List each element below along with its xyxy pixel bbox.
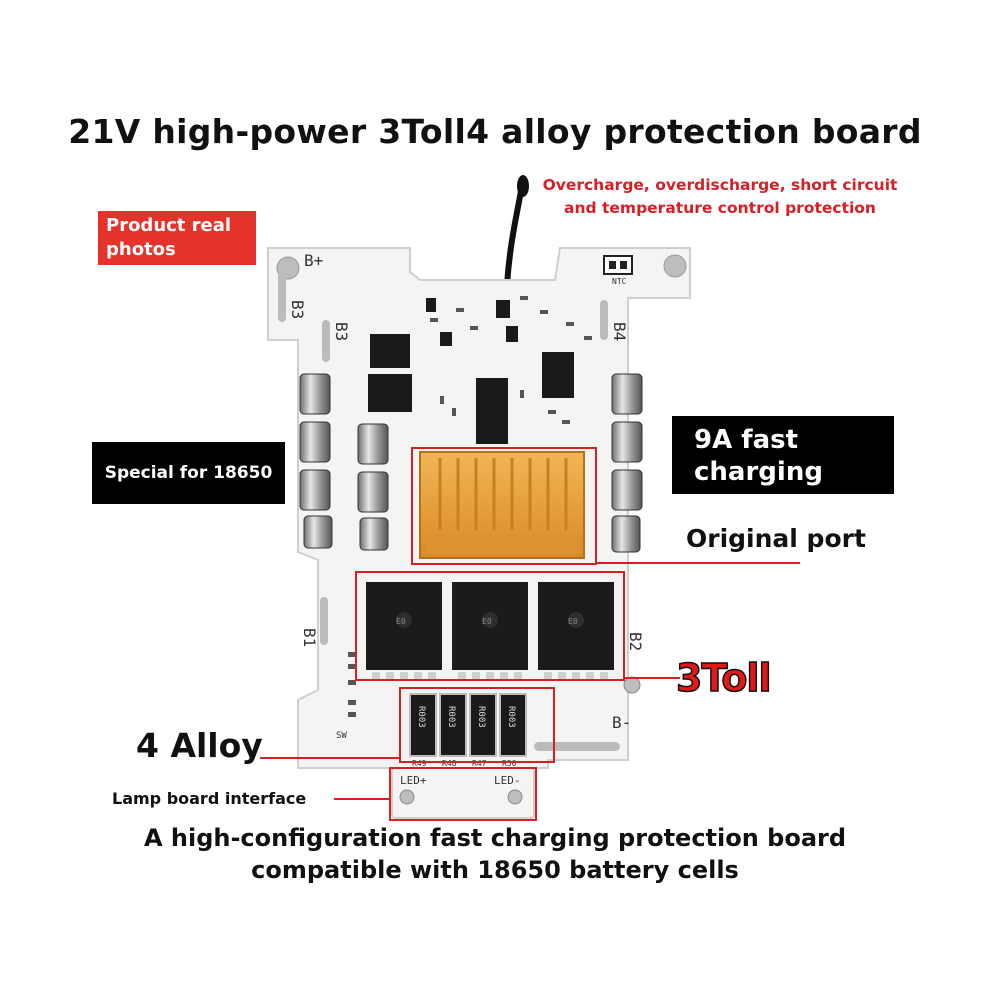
mount-hole bbox=[399, 789, 415, 805]
resistor-highlight-box bbox=[399, 687, 555, 763]
fast-charging-badge: 9A fast charging bbox=[672, 416, 894, 494]
badge-line1: Product real bbox=[106, 215, 232, 236]
protection-note-line1: Overcharge, overdischarge, short circuit bbox=[542, 176, 898, 194]
ic-chip bbox=[542, 352, 574, 398]
product-real-photos-badge: Product real photos bbox=[98, 211, 256, 265]
resistor-code: R003 bbox=[416, 706, 426, 728]
mosfet-highlight-box bbox=[355, 571, 625, 681]
silk-b4: B4 bbox=[610, 322, 629, 341]
resistor-code: R003 bbox=[446, 706, 456, 728]
silk-b1: B1 bbox=[300, 628, 319, 647]
page-title: 21V high-power 3Toll4 alloy protection b… bbox=[68, 112, 922, 151]
mosfet-code: E0 bbox=[396, 617, 406, 626]
mount-hole bbox=[663, 254, 687, 278]
mount-hole bbox=[623, 676, 641, 694]
silk-r49: R49 bbox=[412, 759, 427, 768]
silk-led-plus: LED+ bbox=[400, 774, 427, 787]
resistor-code: R003 bbox=[506, 706, 516, 728]
resistor-code: R003 bbox=[476, 706, 486, 728]
battery-terminals-left bbox=[299, 373, 389, 551]
mosfet-row: E0 E0 E0 bbox=[366, 582, 614, 680]
mount-hole bbox=[507, 789, 523, 805]
port-highlight-box bbox=[411, 447, 597, 565]
silk-r50: R50 bbox=[502, 759, 517, 768]
fast-charging-line2: charging bbox=[694, 457, 823, 487]
ic-chip bbox=[368, 374, 412, 412]
badge-line2: photos bbox=[106, 239, 176, 260]
silk-b-minus: B- bbox=[612, 713, 631, 732]
protection-note-line2: and temperature control protection bbox=[564, 199, 876, 217]
silk-ntc: NTC bbox=[612, 277, 627, 286]
battery-terminals-right bbox=[611, 373, 643, 553]
footer-line1: A high-configuration fast charging prote… bbox=[143, 824, 847, 852]
mosfet-code: E0 bbox=[568, 617, 578, 626]
ic-chip bbox=[476, 378, 508, 444]
footer-caption: A high-configuration fast charging prote… bbox=[0, 822, 990, 886]
protection-note: Overcharge, overdischarge, short circuit… bbox=[520, 174, 920, 220]
lamp-highlight-box bbox=[389, 767, 537, 821]
ntc-sensor-tip bbox=[517, 175, 529, 197]
silk-r48: R48 bbox=[442, 759, 457, 768]
3toll-label: 3Toll bbox=[675, 655, 772, 701]
alloy-resistors: R003 R003 R003 R003 R49 R48 R47 R50 bbox=[409, 693, 527, 768]
silk-b3a: B3 bbox=[288, 300, 307, 319]
silk-b3b: B3 bbox=[332, 322, 351, 341]
4-alloy-label: 4 Alloy bbox=[136, 726, 263, 765]
original-port-label: Original port bbox=[686, 524, 866, 553]
silk-r47: R47 bbox=[472, 759, 487, 768]
footer-line2: compatible with 18650 battery cells bbox=[251, 856, 739, 884]
special-18650-badge: Special for 18650 bbox=[92, 442, 285, 504]
silk-b-plus: B+ bbox=[304, 251, 323, 270]
ic-chip bbox=[370, 334, 410, 368]
charging-connector bbox=[419, 451, 585, 559]
lamp-board-interface-label: Lamp board interface bbox=[112, 789, 307, 808]
mosfet-code: E0 bbox=[482, 617, 492, 626]
fast-charging-line1: 9A fast bbox=[694, 425, 799, 455]
silk-b2: B2 bbox=[626, 632, 645, 651]
silk-sw: SW bbox=[336, 731, 347, 741]
silk-led-minus: LED- bbox=[494, 774, 521, 787]
